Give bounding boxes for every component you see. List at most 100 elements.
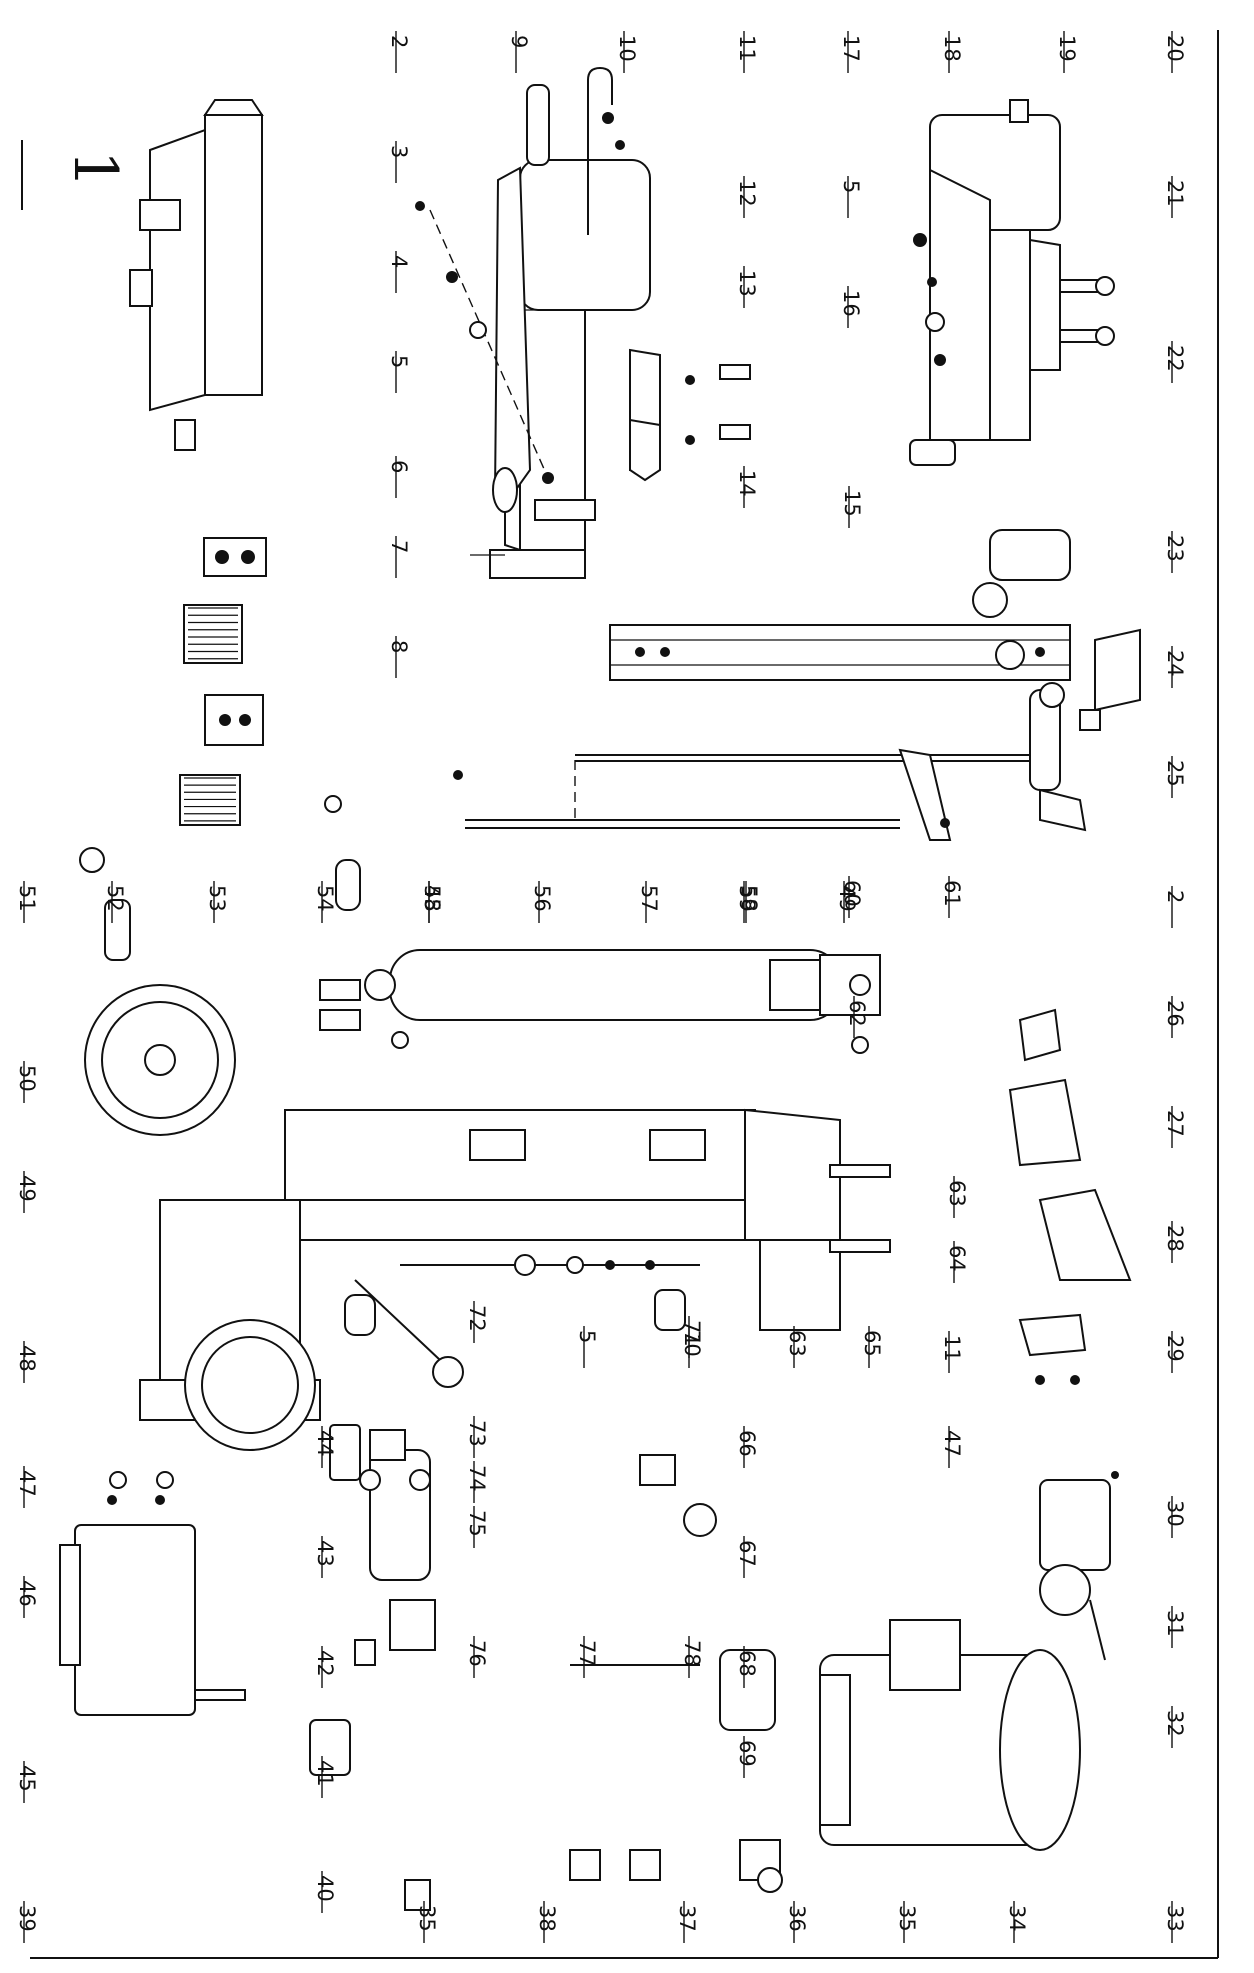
part-label: 51 (15, 885, 39, 912)
part-label: 66 (735, 1430, 759, 1457)
part-label: 22 (1163, 345, 1187, 372)
part-label: 11 (735, 35, 759, 62)
figure-number: 1 (21, 140, 130, 210)
part-label: 8 (387, 640, 411, 653)
part-label: 55 (420, 885, 444, 912)
part-label: 5 (575, 1330, 599, 1343)
part-rods (453, 748, 1030, 841)
part-label: 48 (15, 1345, 39, 1372)
part-label: 69 (735, 1740, 759, 1767)
part-label: 18 (940, 35, 964, 62)
part-label: 15 (840, 490, 864, 517)
part-label: 35 (415, 1905, 439, 1932)
part-label: 65 (860, 1330, 884, 1357)
part-label: 5 (839, 180, 863, 193)
part-switch (1039, 1471, 1119, 1661)
part-plates (179, 537, 267, 826)
part-label: 76 (465, 1640, 489, 1667)
part-label: 63 (785, 1330, 809, 1357)
part-label: 12 (735, 180, 759, 207)
part-label: 48 (420, 885, 444, 912)
part-label: 31 (1163, 1610, 1187, 1637)
part-label: 21 (1163, 180, 1187, 207)
part-label: 71 (680, 1320, 704, 1347)
part-dipstick (354, 1279, 464, 1388)
part-label: 37 (675, 1905, 699, 1932)
part-label: 19 (1055, 35, 1079, 62)
part-label: 25 (1163, 760, 1187, 787)
part-label: 50 (15, 1065, 39, 1092)
part-axle-washer (79, 847, 131, 961)
part-label: 58 (737, 885, 761, 912)
part-label: 68 (735, 1650, 759, 1677)
part-label: 61 (940, 880, 964, 907)
part-small-plates (1008, 1008, 1132, 1357)
part-label: 29 (1163, 1335, 1187, 1362)
part-label: 16 (839, 290, 863, 317)
part-label: 40 (313, 1875, 337, 1902)
part-label: 30 (1163, 1500, 1187, 1527)
part-label: 74 (465, 1465, 489, 1492)
part-label: 72 (465, 1305, 489, 1332)
part-label: 9 (507, 35, 531, 48)
part-wedge-assembly (909, 99, 1115, 466)
part-label: 63 (945, 1180, 969, 1207)
part-label: 23 (1163, 535, 1187, 562)
part-label: 4 (387, 255, 411, 268)
part-label: 67 (735, 1540, 759, 1567)
part-label: 57 (637, 885, 661, 912)
part-label: 49 (835, 885, 859, 912)
part-label: 2 (1163, 890, 1187, 903)
part-bolts (400, 1164, 1080, 1385)
part-label: 35 (895, 1905, 919, 1932)
part-wheel (84, 984, 236, 1136)
part-wheel-rear (184, 1319, 316, 1451)
part-valve-assembly (309, 1294, 436, 1911)
part-label: 2 (387, 35, 411, 48)
part-label: 28 (1163, 1225, 1187, 1252)
part-label: 3 (387, 145, 411, 158)
part-label: 78 (680, 1640, 704, 1667)
part-label: 32 (1163, 1710, 1187, 1737)
part-tank-cover (59, 1471, 246, 1716)
part-label: 27 (1163, 1110, 1187, 1137)
part-label: 7 (387, 540, 411, 553)
part-motor (819, 1619, 1081, 1851)
part-label: 62 (845, 1000, 869, 1027)
part-label: 6 (387, 460, 411, 473)
part-label: 44 (313, 1430, 337, 1457)
part-column (609, 529, 1141, 832)
part-label: 17 (839, 35, 863, 62)
part-top-cover-tray (129, 99, 264, 451)
figure-number-text: 1 (60, 150, 130, 188)
leader-lines (23, 31, 1173, 1943)
part-label: 54 (313, 885, 337, 912)
part-label: 24 (1163, 650, 1187, 677)
part-label: 11 (940, 1335, 964, 1362)
part-label: 47 (940, 1430, 964, 1457)
part-label: 36 (785, 1905, 809, 1932)
part-label: 14 (735, 470, 759, 497)
part-label: 46 (15, 1580, 39, 1607)
part-label: 70 (680, 1330, 704, 1357)
part-cylinder (319, 795, 881, 1054)
part-label: 13 (735, 270, 759, 297)
part-label: 41 (313, 1760, 337, 1787)
part-label: 42 (313, 1650, 337, 1677)
part-pump-assembly (569, 1289, 783, 1893)
part-label: 73 (465, 1420, 489, 1447)
part-label: 39 (15, 1905, 39, 1932)
part-label: 33 (1163, 1905, 1187, 1932)
part-label: 77 (575, 1640, 599, 1667)
part-label: 34 (1005, 1905, 1029, 1932)
part-label: 60 (840, 880, 864, 907)
part-label: 49 (15, 1175, 39, 1202)
part-label: 75 (465, 1510, 489, 1537)
part-label: 5 (387, 355, 411, 368)
part-label: 43 (313, 1540, 337, 1567)
part-label: 38 (535, 1905, 559, 1932)
part-label: 47 (15, 1470, 39, 1497)
part-label: 56 (530, 885, 554, 912)
part-upper-beam (415, 66, 751, 579)
